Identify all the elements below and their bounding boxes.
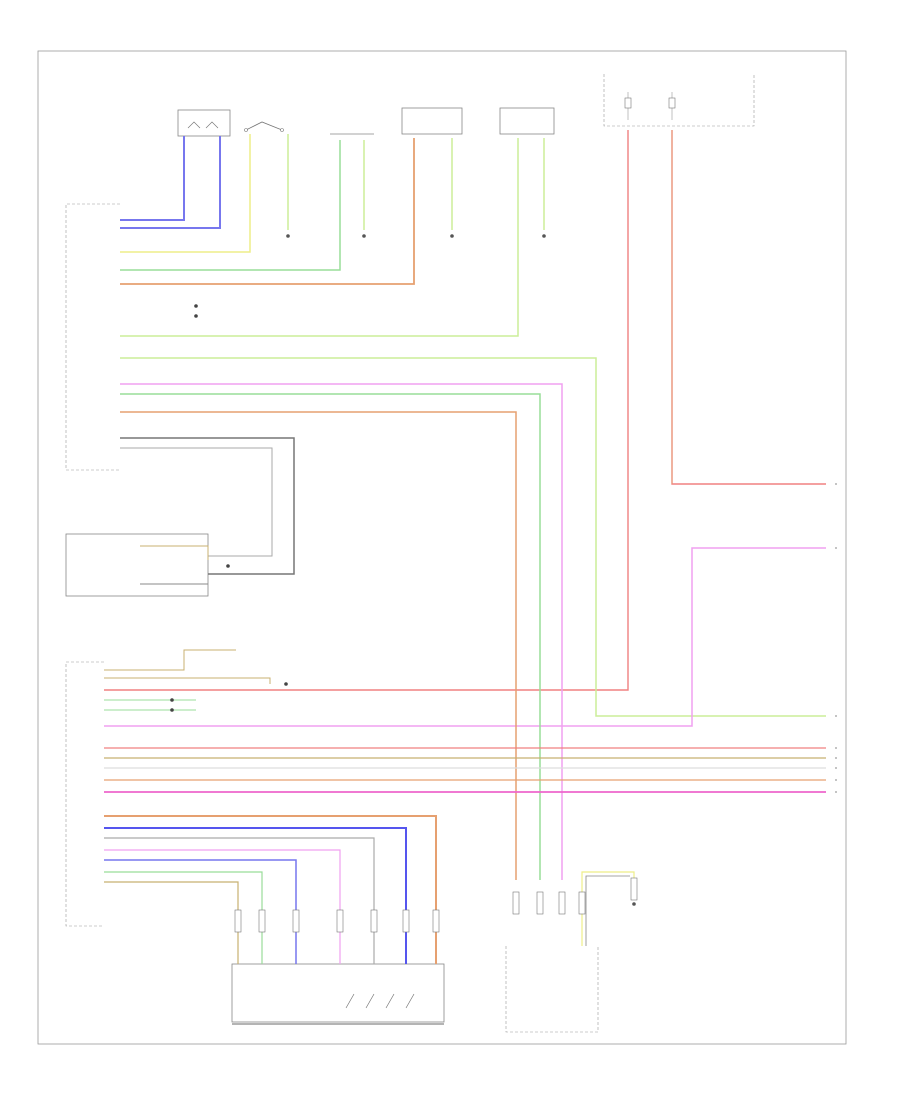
splice-dot xyxy=(226,564,230,568)
wire-blu-4 xyxy=(104,859,297,964)
wire-org-2 xyxy=(120,411,517,880)
wire-blu-2 xyxy=(120,136,221,229)
bottom-connector-module xyxy=(231,963,445,1025)
ground-icon xyxy=(362,234,366,238)
component-6 xyxy=(603,74,755,127)
switch-icon xyxy=(345,993,415,1009)
component-2 xyxy=(244,121,284,132)
wire-pnk-2 xyxy=(104,547,826,727)
module-2-box xyxy=(65,533,209,597)
fuse-icon xyxy=(624,97,632,109)
bottom-connector-box xyxy=(231,963,445,1023)
main-module xyxy=(65,203,120,471)
ground-icon xyxy=(632,902,636,906)
wire-red-1 xyxy=(104,130,629,691)
splice-dot xyxy=(170,698,174,702)
wire-blu-1 xyxy=(120,136,185,221)
wire-gry-1 xyxy=(120,447,273,557)
wire-pnk-4 xyxy=(104,849,341,964)
wire-pnk-1 xyxy=(120,383,563,880)
bottom-module xyxy=(65,661,104,927)
ground-symbols xyxy=(286,234,636,906)
wire-bro-2 xyxy=(104,881,239,964)
splice-dot xyxy=(194,314,198,318)
component-4 xyxy=(401,107,463,135)
wire-grn-2 xyxy=(120,393,541,880)
ground-icon xyxy=(286,234,290,238)
splice-dot xyxy=(194,304,198,308)
wire-ylgr-6 xyxy=(120,357,826,717)
wire-blu-3 xyxy=(104,827,407,964)
component-5 xyxy=(499,107,555,135)
module-2 xyxy=(65,533,209,597)
diagram-frame xyxy=(37,50,847,1045)
wire-gry-2 xyxy=(104,837,375,964)
switch-icon xyxy=(245,121,283,131)
component-1-box xyxy=(177,109,231,137)
fuse-icon xyxy=(668,97,676,109)
component-5-box xyxy=(499,107,555,135)
right-module xyxy=(505,946,599,1033)
ground-icon xyxy=(542,234,546,238)
wire-grn-3 xyxy=(104,871,263,964)
wire-ylgr-4 xyxy=(120,138,519,337)
switch-icon xyxy=(187,121,219,129)
splice-dot xyxy=(170,708,174,712)
wire-yel-1 xyxy=(120,134,251,253)
splice-dot xyxy=(284,682,288,686)
connector-stubs xyxy=(234,877,638,933)
wire-blk-1 xyxy=(120,437,295,575)
component-4-box xyxy=(401,107,463,135)
ground-icon xyxy=(450,234,454,238)
wire-grn-1 xyxy=(120,140,341,271)
right-edge-terminals xyxy=(835,483,837,793)
component-1 xyxy=(177,109,231,137)
wire-red-2 xyxy=(671,130,826,485)
wire-org-1 xyxy=(120,138,415,285)
